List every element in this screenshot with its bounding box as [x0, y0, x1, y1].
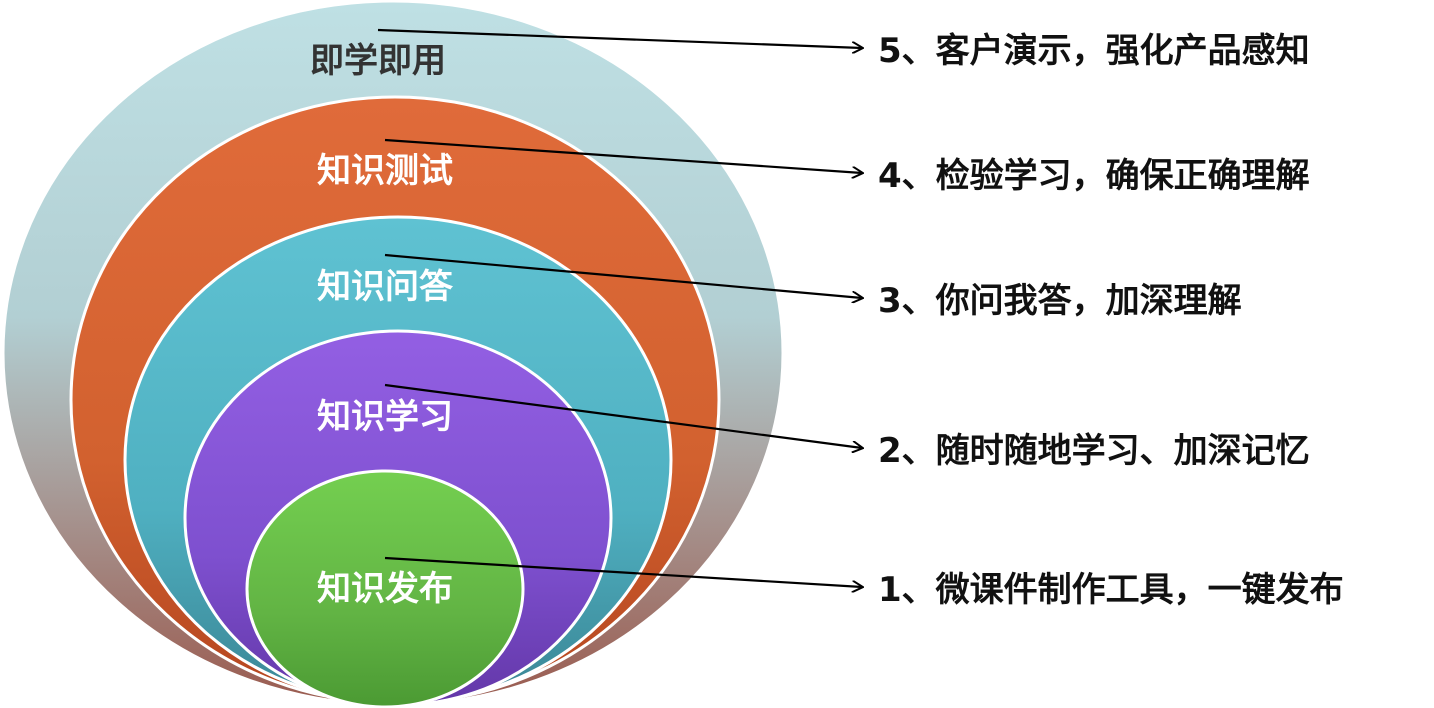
step-3-text: 3、你问我答，加深理解: [878, 281, 1242, 321]
arrow-step-4: [384, 138, 862, 173]
step-4-text: 4、检验学习，确保正确理解: [878, 156, 1310, 196]
layer-3-label: 知识问答: [317, 267, 454, 307]
layer-1-circle: [245, 469, 525, 708]
layer-5-label: 即学即用: [310, 41, 446, 81]
layer-2-label: 知识学习: [317, 397, 453, 437]
arrow-step-1: [384, 556, 862, 587]
arrow-step-2: [384, 383, 862, 448]
arrow-step-3: [384, 253, 862, 298]
step-2-text: 2、随时随地学习、加深记忆: [878, 431, 1310, 471]
layer-4-label: 知识测试: [317, 151, 453, 191]
layer-1-label: 知识发布: [317, 569, 453, 609]
arrow-step-5: [377, 28, 862, 48]
step-1-text: 1、微课件制作工具，一键发布: [878, 570, 1344, 610]
step-5-text: 5、客户演示，强化产品感知: [878, 31, 1310, 71]
